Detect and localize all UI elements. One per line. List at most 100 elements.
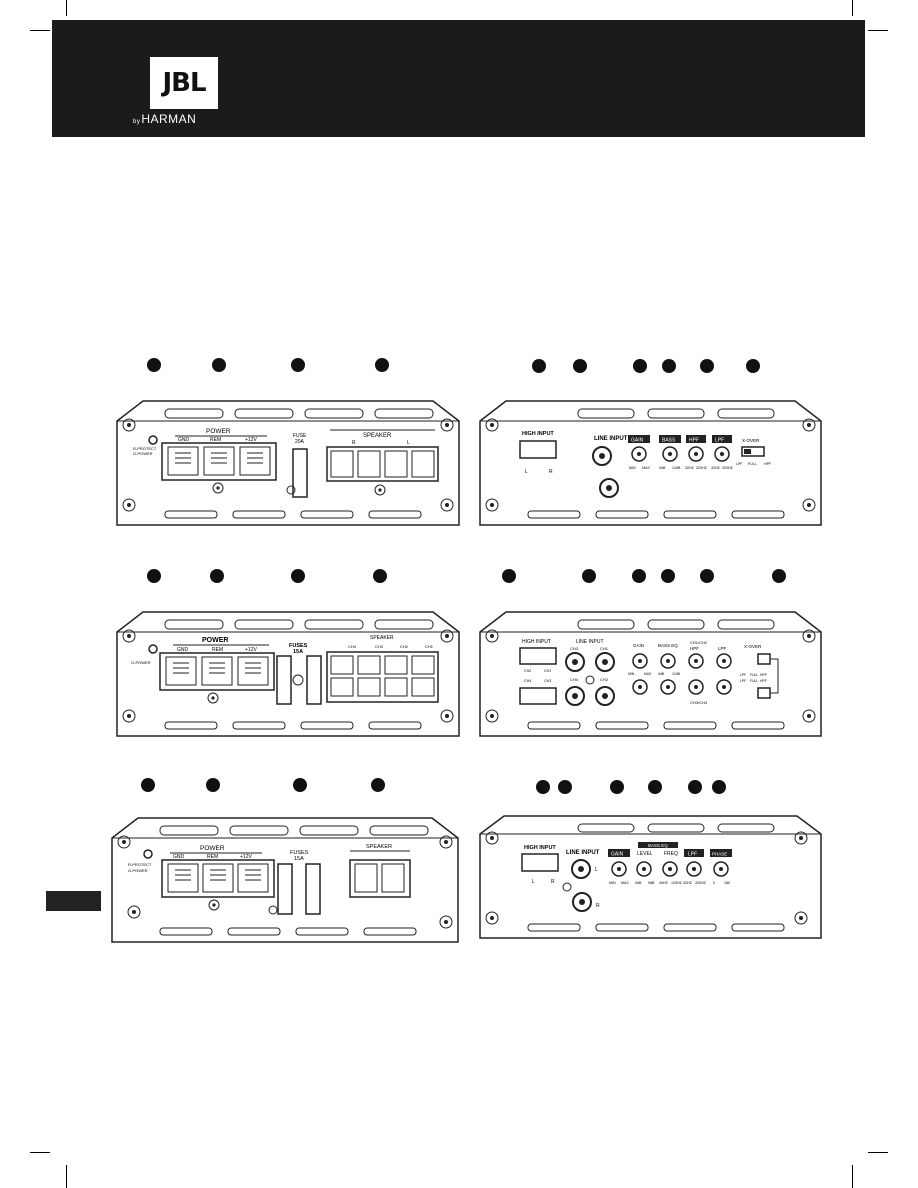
callout-marker (147, 358, 161, 372)
line-channel: CH2 (600, 677, 609, 682)
crop-mark (66, 0, 67, 16)
channel-label: CH2 (400, 644, 409, 649)
fuses-label: FUSES (289, 643, 308, 649)
terminal-label: +12V (245, 647, 257, 653)
line-channel: CH4 (570, 677, 579, 682)
gain-label: GAIN (633, 643, 644, 648)
ch12-label: CH1/CH2 (690, 640, 708, 645)
high-input-pin: L (532, 879, 535, 885)
line-input-label: LINE INPUT (576, 639, 604, 645)
input-panel-3: HIGH INPUT L R LINE INPUT L R GAIN BASS … (479, 815, 822, 939)
harman-brand: byHARMAN (133, 112, 197, 126)
power-label: POWER (206, 428, 231, 435)
callout-marker (210, 569, 224, 583)
callout-marker (371, 778, 385, 792)
channel-label: CH1 (425, 644, 434, 649)
callout-marker (532, 359, 546, 373)
bass-eq-label: BASS EQ (658, 643, 678, 648)
line-input-label: LINE INPUT (566, 850, 600, 856)
xover-option: LPF (740, 679, 746, 683)
lpf-max: 320HZ (695, 881, 707, 885)
power-label: POWER (200, 845, 225, 852)
callout-marker (610, 780, 624, 794)
freq-max: 120HZ (671, 881, 683, 885)
level-min: 0dB (635, 881, 642, 885)
bass-label: BASS (662, 438, 676, 444)
page-side-tab (46, 891, 101, 911)
indicator-label: G-POWER (128, 868, 148, 873)
gain-label: GAIN (611, 852, 624, 858)
terminal-label: GND (177, 647, 189, 653)
bass-min: 0dB (659, 466, 666, 470)
line-channel: CH1 (600, 646, 609, 651)
xover-label: X-OVER (744, 644, 762, 649)
power-panel-3: R-PROTECT G-POWER POWER GND REM +12V FUS… (111, 817, 459, 943)
terminal-label: +12V (240, 854, 252, 860)
fuses-rating: 15A (294, 856, 304, 862)
crop-mark (66, 1165, 67, 1188)
callout-marker (212, 358, 226, 372)
callout-marker (746, 359, 760, 373)
bass-eq-label: BASS EQ (648, 843, 668, 848)
xover-option: HPF (764, 462, 772, 466)
callout-marker (772, 569, 786, 583)
fuse-label: FUSE (293, 433, 307, 439)
line-channel: CH3 (570, 646, 579, 651)
phase-label: PHASE (712, 852, 727, 857)
line-channel: R (596, 903, 600, 909)
high-input-pin: R (551, 879, 555, 885)
callout-marker (632, 569, 646, 583)
hi-pin-label: CH1 (544, 669, 551, 673)
lpf-max: 320HZ (722, 466, 734, 470)
callout-marker (147, 569, 161, 583)
crop-mark (852, 0, 853, 16)
xover-option: LPF (740, 673, 746, 677)
terminal-label: REM (212, 647, 223, 653)
callout-marker (206, 778, 220, 792)
fuses-rating: 15A (293, 649, 303, 655)
gain-min: MIN (628, 672, 635, 676)
speaker-label: SPEAKER (363, 433, 392, 439)
gain-min: MIN (609, 881, 616, 885)
callout-marker (648, 780, 662, 794)
high-input-pin: L (525, 469, 528, 475)
callout-marker (662, 359, 676, 373)
channel-label: CH4 (348, 644, 357, 649)
lpf-label: LPF (715, 438, 724, 444)
logo-text: JBL (162, 68, 206, 98)
callout-marker (536, 780, 550, 794)
callout-marker (573, 359, 587, 373)
power-panel-2: G-POWER POWER GND REM +12V FUSES 15A SPE… (116, 611, 460, 737)
callout-marker (582, 569, 596, 583)
phase-max: 180 (724, 881, 730, 885)
xover-option: FULL (750, 673, 758, 677)
bass-max: 12dB (672, 672, 681, 676)
level-label: LEVEL (637, 851, 653, 857)
gain-min: MIN (629, 466, 636, 470)
hi-pin-label: CH2 (524, 669, 531, 673)
callout-marker (291, 358, 305, 372)
input-panel-2: HIGH INPUT CH2 CH1 CH4 CH3 LINE INPUT CH… (479, 611, 822, 737)
jbl-logo: JBL (150, 57, 218, 109)
crop-mark (30, 30, 50, 31)
terminal-label: REM (210, 437, 221, 443)
callout-marker (375, 358, 389, 372)
terminal-label: GND (178, 437, 190, 443)
crop-mark (30, 1152, 50, 1153)
callout-marker (700, 569, 714, 583)
xover-option: FULL (748, 462, 757, 466)
terminal-label: REM (207, 854, 218, 860)
callout-marker (633, 359, 647, 373)
lpf-label: LPF (718, 646, 727, 651)
input-panel-1: HIGH INPUT L R LINE INPUT GAIN MIN MAX B… (479, 400, 822, 526)
terminal-label: +12V (245, 437, 257, 443)
high-input-label: HIGH INPUT (524, 845, 556, 851)
gain-max: MAX (642, 466, 650, 470)
freq-min: 40HZ (659, 881, 669, 885)
crop-mark (868, 1152, 888, 1153)
hpf-max: 320HZ (696, 466, 708, 470)
high-input-pin: R (549, 469, 553, 475)
power-label: POWER (202, 637, 228, 644)
hpf-label: HPF (689, 438, 699, 444)
callout-marker (502, 569, 516, 583)
